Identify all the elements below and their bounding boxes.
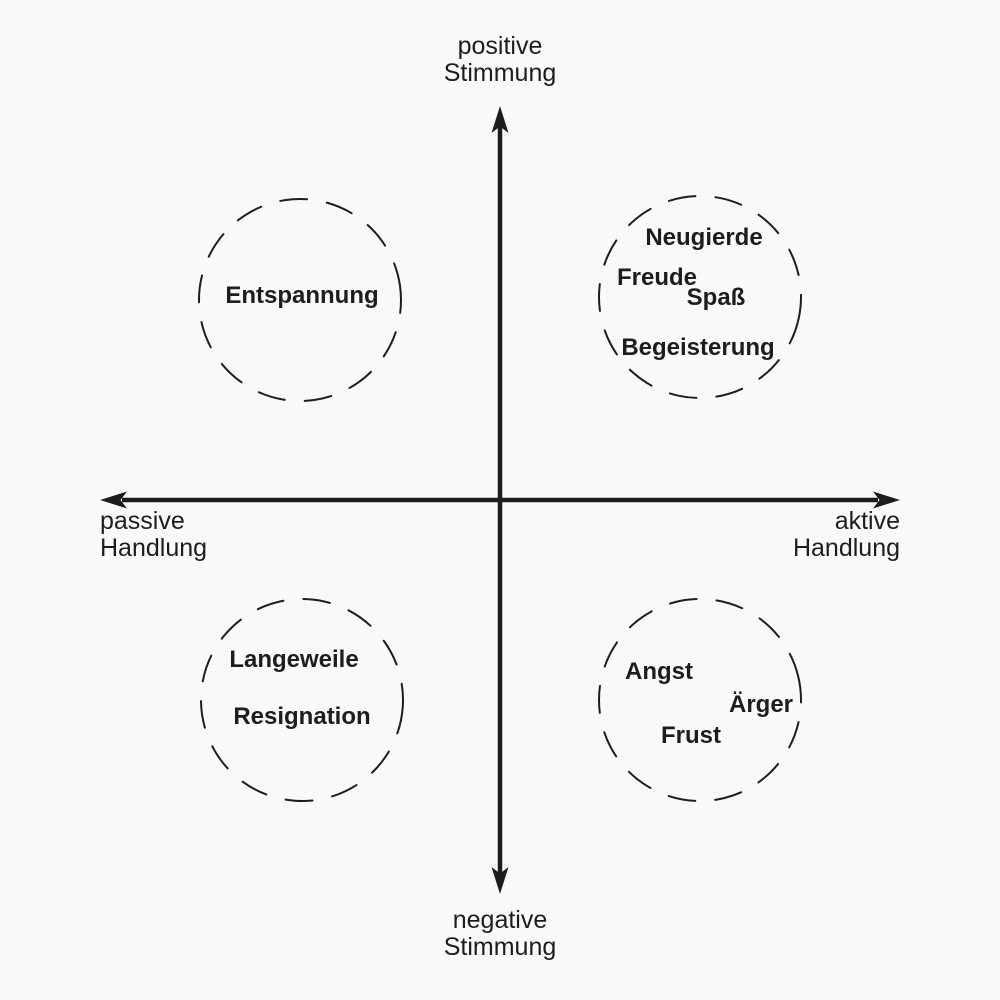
circle-bottom-right bbox=[598, 598, 802, 802]
arrow-right-icon bbox=[873, 491, 900, 509]
axis-label-passive-action: passive Handlung bbox=[100, 508, 207, 562]
emotion-label-freude: Freude bbox=[616, 264, 698, 291]
emotion-label-frust: Frust bbox=[661, 722, 721, 749]
emotion-label-neugierde: Neugierde bbox=[645, 224, 763, 251]
circle-top-right bbox=[598, 195, 802, 399]
emotion-label-resignation: Resignation bbox=[233, 703, 371, 730]
emotion-label-langeweile: Langeweile bbox=[229, 646, 359, 673]
arrow-left-icon bbox=[100, 491, 127, 509]
emotion-label-aerger: Ärger bbox=[728, 691, 794, 718]
axis-label-line: negative bbox=[452, 906, 548, 934]
axis-label-negative-mood: negative Stimmung bbox=[444, 907, 557, 961]
axis-label-positive-mood: positive Stimmung bbox=[444, 33, 557, 87]
quadrant-circles bbox=[198, 195, 802, 802]
axis-label-line: Stimmung bbox=[443, 933, 557, 961]
emotion-label-entspannung: Entspannung bbox=[225, 282, 379, 309]
emotion-label-begeisterung: Begeisterung bbox=[621, 334, 775, 361]
axis-label-line: Stimmung bbox=[443, 59, 557, 87]
axis-label-active-action: aktive Handlung bbox=[793, 508, 900, 562]
axes bbox=[100, 106, 900, 894]
emotion-label-spass: Spaß bbox=[686, 284, 746, 311]
axis-label-line: passive bbox=[100, 507, 185, 535]
arrow-up-icon bbox=[491, 106, 509, 133]
circle-bottom-left bbox=[200, 598, 404, 802]
axis-label-line: Handlung bbox=[792, 534, 900, 562]
axis-label-line: Handlung bbox=[100, 534, 208, 562]
axis-label-line: positive bbox=[457, 32, 543, 60]
emotion-label-angst: Angst bbox=[625, 658, 693, 685]
arrow-down-icon bbox=[491, 867, 509, 894]
axis-label-line: aktive bbox=[834, 507, 900, 535]
circle-top-left bbox=[198, 198, 402, 402]
